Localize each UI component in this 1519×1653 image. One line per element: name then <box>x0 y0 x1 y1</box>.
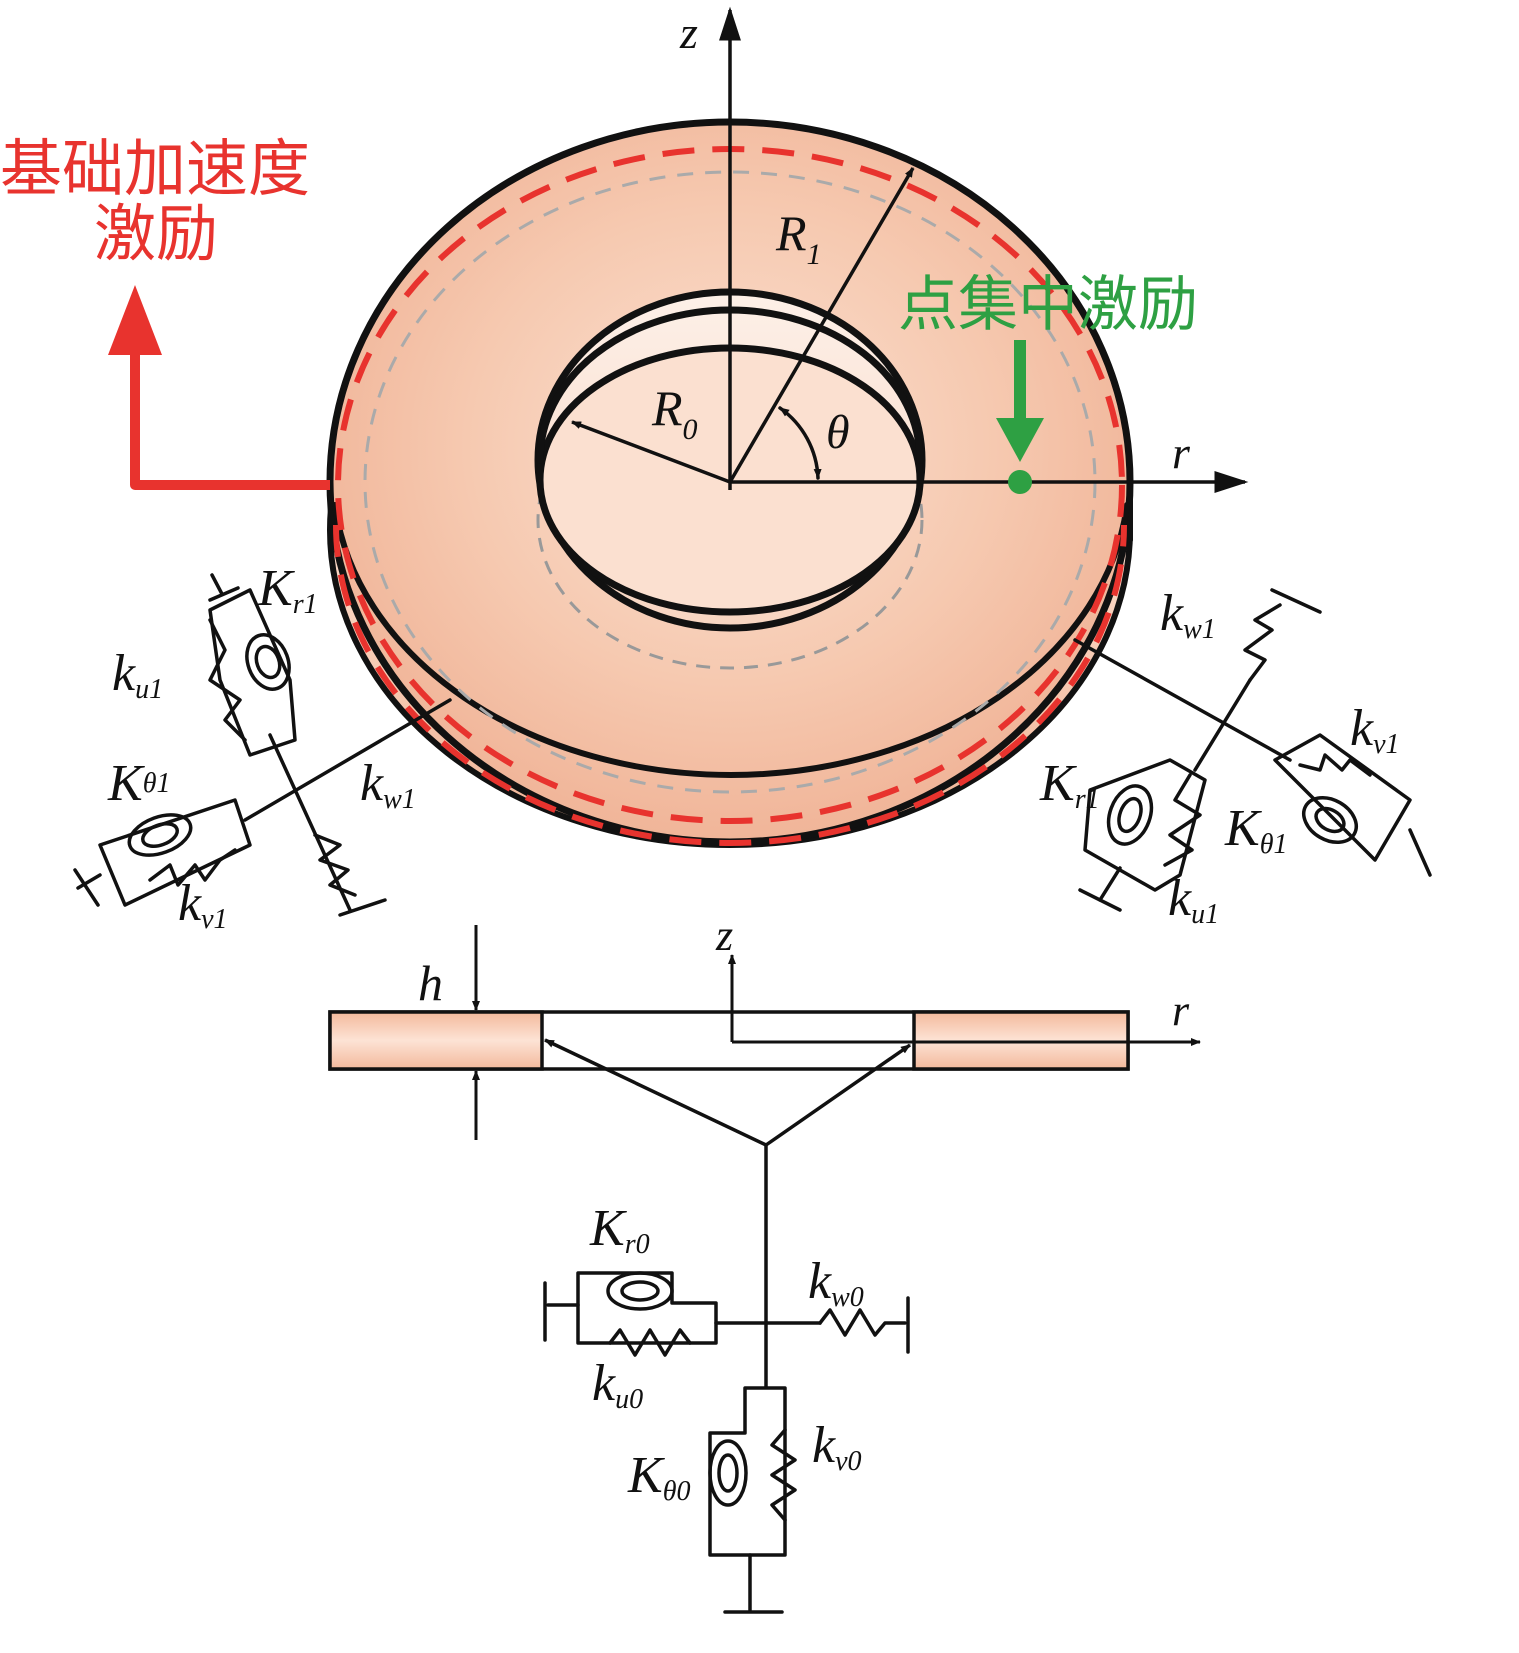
left-ku1-label: ku1 <box>112 645 163 705</box>
right-ku1-spring <box>1163 773 1202 867</box>
disk-side-left-edge <box>327 477 335 528</box>
r-axis-section-label: r <box>1172 986 1190 1035</box>
right-kv-link <box>1193 678 1252 772</box>
left-ku1-spring <box>208 618 247 742</box>
right-kr1-torsion-outer <box>1106 784 1154 846</box>
top-axes: z r R1 R0 θ <box>571 6 1249 493</box>
r0-label: R0 <box>651 380 698 446</box>
left-ktheta1-ground <box>73 868 100 907</box>
left-ktheta1-torsion-inner <box>140 822 180 848</box>
left-kw1-spring <box>313 833 357 897</box>
point-excitation-indicator: 点集中激励 <box>898 270 1198 494</box>
left-spring-set <box>73 573 452 917</box>
left-kw1-ground <box>338 898 387 917</box>
base-excitation-indicator: 基础加速度 激励 <box>0 132 330 490</box>
left-kr1-ground <box>210 573 224 596</box>
left-kw1-label: kw1 <box>360 755 416 815</box>
z-axis-section-label: z <box>715 911 733 960</box>
right-kv1-spring <box>1298 753 1372 777</box>
right-kr1-stub <box>1098 866 1122 902</box>
inner-kv0-spring <box>770 1428 797 1522</box>
left-kw1-link <box>243 698 452 822</box>
theta-angle-arc <box>778 406 822 480</box>
right-spring-labels: kw1 kv1 Kr1 Kθ1 ku1 <box>1039 585 1400 930</box>
inner-kw0-label: kw0 <box>808 1253 864 1313</box>
section-left-material <box>328 1010 544 1071</box>
inner-spring-labels: Kr0 kw0 ku0 Kθ0 kv0 <box>589 1200 864 1507</box>
left-kr1-ground-bar <box>208 586 240 602</box>
right-kv1-label: kv1 <box>1350 700 1400 760</box>
inner-spring-set <box>543 1271 910 1614</box>
h-label: h <box>418 955 443 1011</box>
base-excitation-arrow-line <box>130 340 330 490</box>
left-ktheta1-box <box>98 798 252 907</box>
right-kr1-label: Kr1 <box>1039 755 1100 815</box>
left-kr1-label: Kr1 <box>257 560 318 620</box>
right-kw1-spring <box>1243 603 1282 682</box>
left-ktheta1-ground-stub <box>76 873 102 890</box>
right-kw1-label: kw1 <box>1160 585 1216 645</box>
inner-left-link <box>544 1038 767 1147</box>
right-kr1-ground <box>1078 888 1122 912</box>
right-ktheta1-ground <box>1408 828 1432 877</box>
right-kr1-box <box>1083 758 1207 892</box>
right-kw1-ground <box>1270 588 1322 614</box>
point-excitation-arrowhead <box>996 418 1044 462</box>
inner-ktheta0-torsion-inner <box>717 1453 739 1493</box>
point-excitation-dot <box>1008 470 1032 494</box>
left-kv1-spring <box>148 848 237 887</box>
inner-ktheta0-box <box>708 1386 787 1557</box>
z-axis-top-label: z <box>679 7 698 58</box>
left-kv1-label: kv1 <box>178 875 228 935</box>
base-excitation-arrowhead <box>108 285 162 355</box>
inner-kr0-torsion-outer <box>606 1271 674 1311</box>
inner-ktheta0-torsion-outer <box>708 1439 748 1507</box>
right-ku1-label: ku1 <box>1168 870 1219 930</box>
inner-kr0-torsion-inner <box>620 1280 660 1302</box>
base-excitation-dashed-bottom <box>333 524 1127 846</box>
right-ktheta1-torsion-outer <box>1302 795 1358 845</box>
right-spring-set <box>1073 588 1432 912</box>
disk-lower-rim-curve <box>332 502 1130 778</box>
r1-label: R1 <box>775 205 822 271</box>
cross-section: z r h <box>328 911 1201 1388</box>
theta-label: θ <box>826 406 850 459</box>
right-ktheta1-label: Kθ1 <box>1224 800 1287 860</box>
r0-dimension-line <box>571 420 731 484</box>
left-kv-link <box>268 733 352 912</box>
inner-right-link <box>765 1043 911 1147</box>
right-kr1-torsion-inner <box>1117 796 1143 834</box>
left-spring-labels: Kr1 ku1 Kθ1 kw1 kv1 <box>107 560 416 935</box>
inner-kw0-spring <box>818 1308 907 1337</box>
point-excitation-label: 点集中激励 <box>898 270 1198 340</box>
left-ktheta1-label: Kθ1 <box>107 755 170 812</box>
left-ktheta1-torsion-outer <box>127 813 193 857</box>
right-ktheta1-torsion-inner <box>1314 806 1346 834</box>
base-excitation-label-line2: 激励 <box>94 197 218 270</box>
r-axis-top-label: r <box>1172 427 1191 478</box>
base-excitation-label-line1: 基础加速度 <box>0 132 310 205</box>
inner-kr0-box <box>576 1271 718 1345</box>
r1-dimension-line <box>728 167 915 483</box>
inner-ku0-spring <box>608 1328 692 1357</box>
inner-ktheta0-label: Kθ0 <box>627 1447 690 1507</box>
left-kr1-torsion-inner <box>254 644 282 680</box>
inner-ku0-label: ku0 <box>592 1355 643 1415</box>
inner-kr0-label: Kr0 <box>589 1200 650 1260</box>
right-kw1-link <box>1073 638 1292 762</box>
inner-kv0-label: kv0 <box>812 1417 862 1477</box>
left-kr1-torsion-outer <box>245 633 291 691</box>
